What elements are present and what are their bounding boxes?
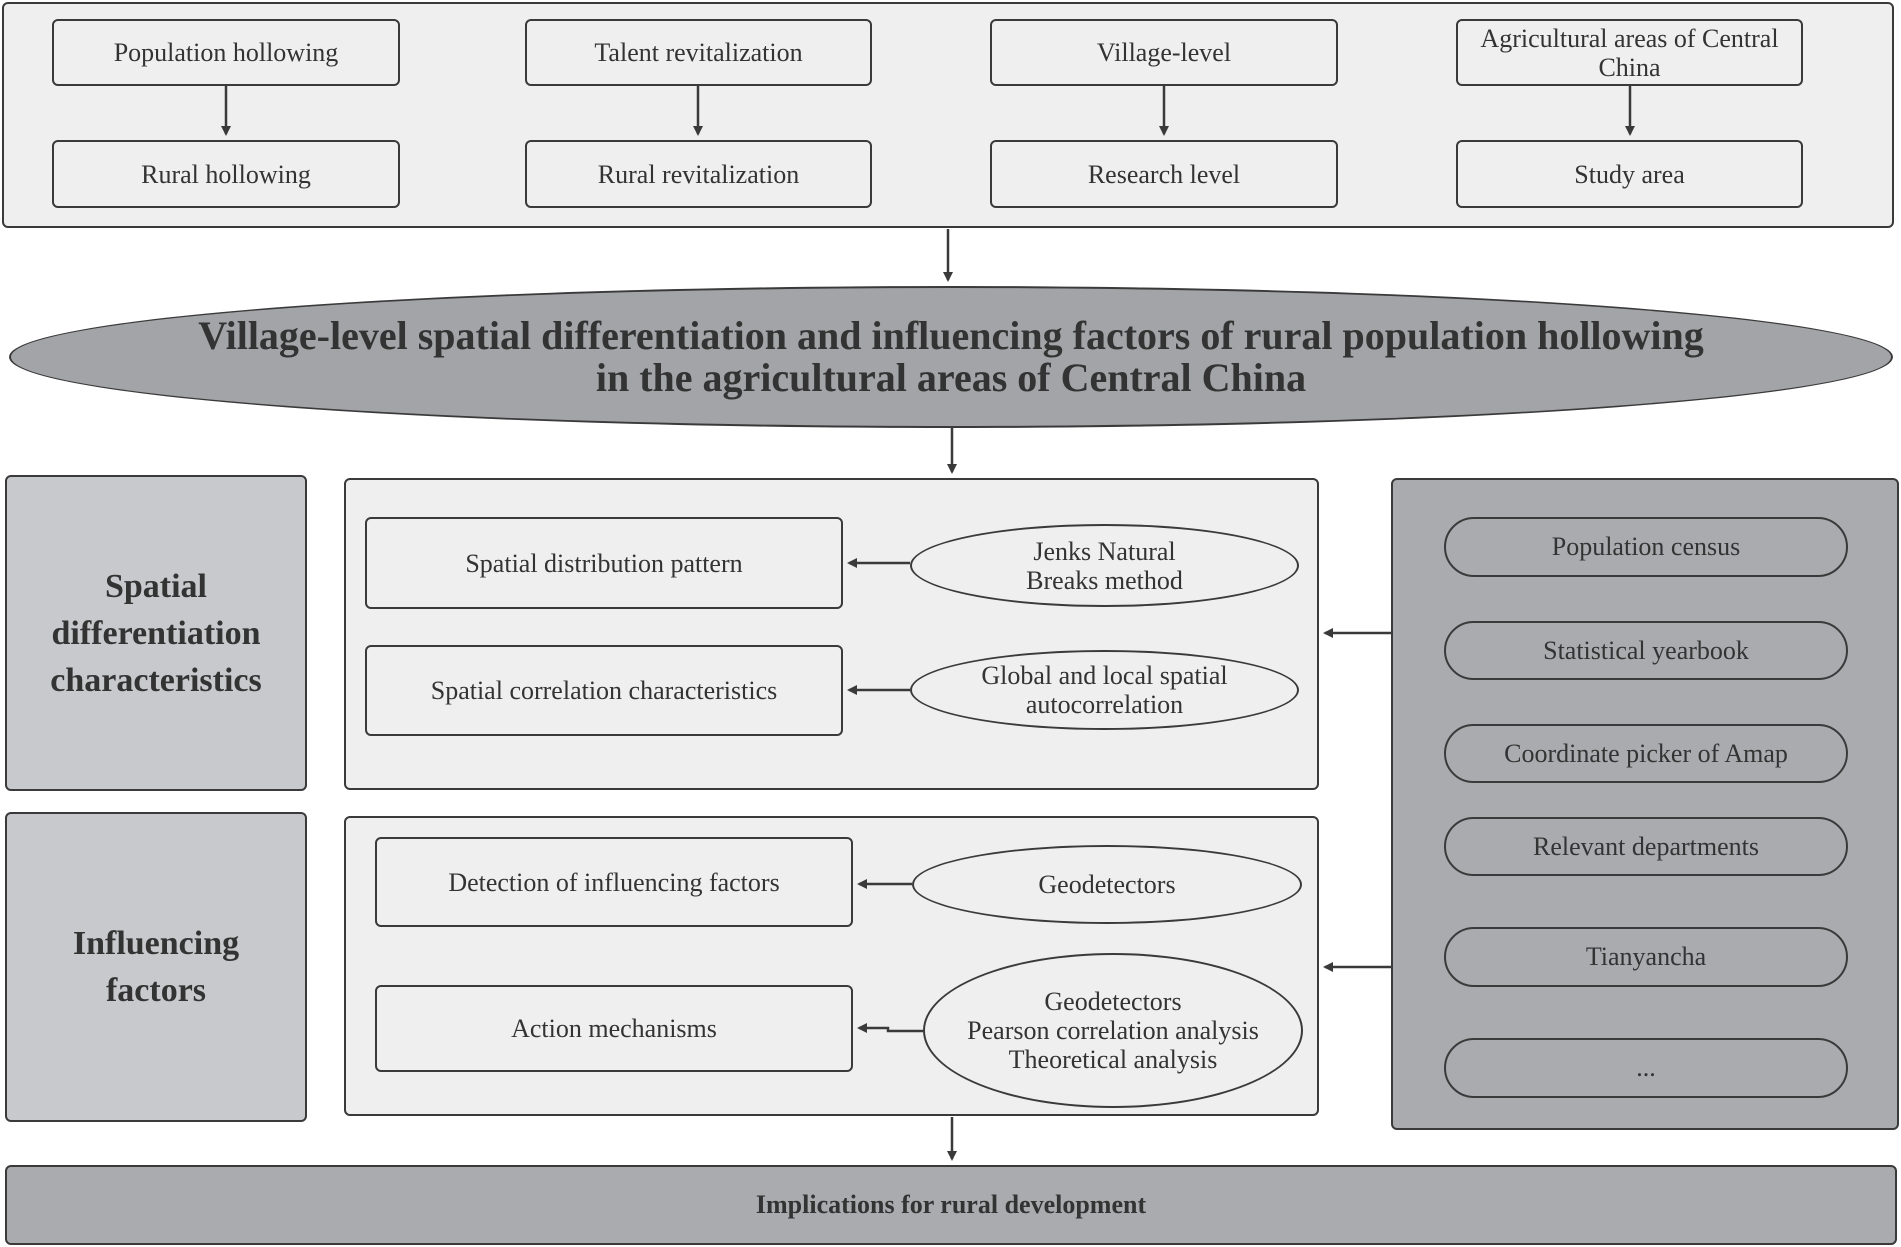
- source-population-census: Population census: [1444, 517, 1848, 577]
- spatial-differentiation-label: Spatial differentiation characteristics: [5, 475, 307, 791]
- autocorrelation-line2: autocorrelation: [1025, 690, 1184, 719]
- detection-influencing-factors-box: Detection of influencing factors: [375, 837, 853, 927]
- source-ellipsis: ...: [1444, 1038, 1848, 1098]
- implications-panel: Implications for rural development: [5, 1165, 1897, 1245]
- source-relevant-departments: Relevant departments: [1444, 817, 1848, 876]
- concept-study-area: Study area: [1456, 140, 1803, 208]
- mechanism-line3: Theoretical analysis: [1008, 1045, 1218, 1074]
- concept-agricultural-areas: Agricultural areas of Central China: [1456, 19, 1803, 86]
- spatial-label-line2: differentiation: [51, 614, 261, 652]
- influencing-factors-label: Influencing factors: [5, 812, 307, 1122]
- influencing-label-line2: factors: [105, 972, 207, 1009]
- source-statistical-yearbook: Statistical yearbook: [1444, 621, 1848, 680]
- concept-rural-revitalization: Rural revitalization: [525, 140, 872, 208]
- spatial-label-line3: characteristics: [50, 661, 262, 699]
- main-topic-line1: Village-level spatial differentiation an…: [198, 313, 1704, 358]
- implications-label: Implications for rural development: [755, 1190, 1147, 1219]
- spatial-differentiation-label-panel: [5, 475, 307, 791]
- autocorrelation-line1: Global and local spatial: [981, 661, 1228, 690]
- jenks-line1: Jenks Natural: [1033, 536, 1176, 566]
- main-topic-ellipse: Village-level spatial differentiation an…: [9, 286, 1893, 428]
- geodetectors-oval: Geodetectors: [912, 845, 1302, 924]
- source-tianyancha: Tianyancha: [1444, 927, 1848, 987]
- jenks-line2: Breaks method: [1026, 565, 1183, 595]
- source-coordinate-picker: Coordinate picker of Amap: [1444, 724, 1848, 783]
- jenks-natural-breaks-oval: Jenks Natural Breaks method: [910, 524, 1299, 607]
- geodetectors-line1: Geodetectors: [1038, 870, 1176, 899]
- arrow-mechanism-to-action: [857, 1023, 923, 1033]
- concept-talent-revitalization: Talent revitalization: [525, 19, 872, 86]
- influencing-factors-label-panel: [5, 812, 307, 1122]
- influencing-label-line1: Influencing: [72, 925, 240, 962]
- concept-village-level: Village-level: [990, 19, 1338, 86]
- mechanism-line1: Geodetectors: [1044, 987, 1182, 1016]
- main-topic-line2: in the agricultural areas of Central Chi…: [595, 355, 1307, 400]
- concept-rural-hollowing: Rural hollowing: [52, 140, 400, 208]
- spatial-distribution-pattern-box: Spatial distribution pattern: [365, 517, 843, 609]
- spatial-label-line1: Spatial: [104, 567, 208, 605]
- mechanism-methods-oval: Geodetectors Pearson correlation analysi…: [923, 953, 1303, 1108]
- concept-population-hollowing: Population hollowing: [52, 19, 400, 86]
- spatial-correlation-box: Spatial correlation characteristics: [365, 645, 843, 736]
- action-mechanisms-box: Action mechanisms: [375, 985, 853, 1072]
- mechanism-line2: Pearson correlation analysis: [967, 1016, 1259, 1045]
- data-sources-panel: [1391, 478, 1899, 1130]
- concept-research-level: Research level: [990, 140, 1338, 208]
- spatial-autocorrelation-oval: Global and local spatial autocorrelation: [910, 650, 1299, 730]
